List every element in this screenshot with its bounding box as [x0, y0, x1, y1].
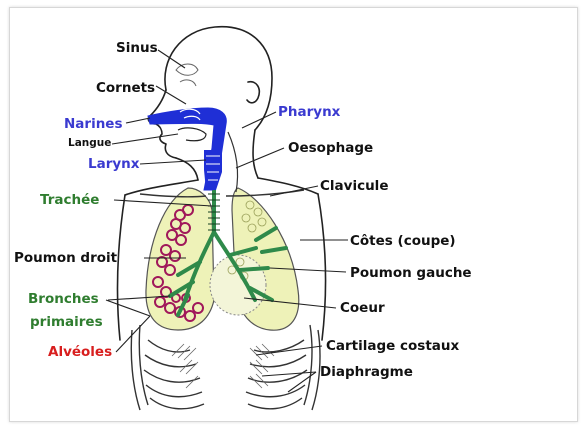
label-pharynx: Pharynx	[278, 104, 341, 120]
label-narines: Narines	[64, 116, 123, 132]
alveoli	[152, 204, 204, 322]
label-bronches: Bronches	[28, 291, 99, 307]
heart	[209, 254, 267, 316]
upper-airway	[147, 107, 227, 191]
label-sinus: Sinus	[116, 40, 158, 56]
label-primaires: primaires	[30, 314, 103, 330]
label-alveoles: Alvéoles	[48, 344, 112, 360]
clavicles	[139, 189, 305, 198]
sinus-shapes	[175, 63, 199, 87]
trachea-rings	[208, 193, 220, 231]
label-trachee: Trachée	[40, 192, 99, 208]
label-poumon-droit: Poumon droit	[14, 250, 118, 266]
label-cornets: Cornets	[96, 80, 155, 96]
rib-cage	[130, 324, 321, 411]
label-clavicule: Clavicule	[320, 178, 388, 194]
label-cartilage: Cartilage costaux	[326, 338, 459, 354]
bronchi	[168, 188, 288, 317]
diagram-frame	[9, 7, 578, 422]
label-langue: Langue	[68, 137, 111, 149]
label-oesophage: Oesophage	[288, 140, 373, 156]
label-coeur: Coeur	[340, 300, 385, 316]
label-poumon-gauche: Poumon gauche	[350, 265, 472, 281]
leader-lines	[105, 49, 348, 393]
cartilage-hatching	[171, 343, 275, 389]
label-cotes: Côtes (coupe)	[350, 233, 456, 249]
label-diaphragme: Diaphragme	[320, 364, 413, 380]
esophagus	[227, 131, 239, 193]
labels: Sinus Cornets Narines Langue Larynx Trac…	[14, 40, 472, 380]
body-outline	[116, 26, 327, 341]
label-larynx: Larynx	[88, 156, 140, 172]
